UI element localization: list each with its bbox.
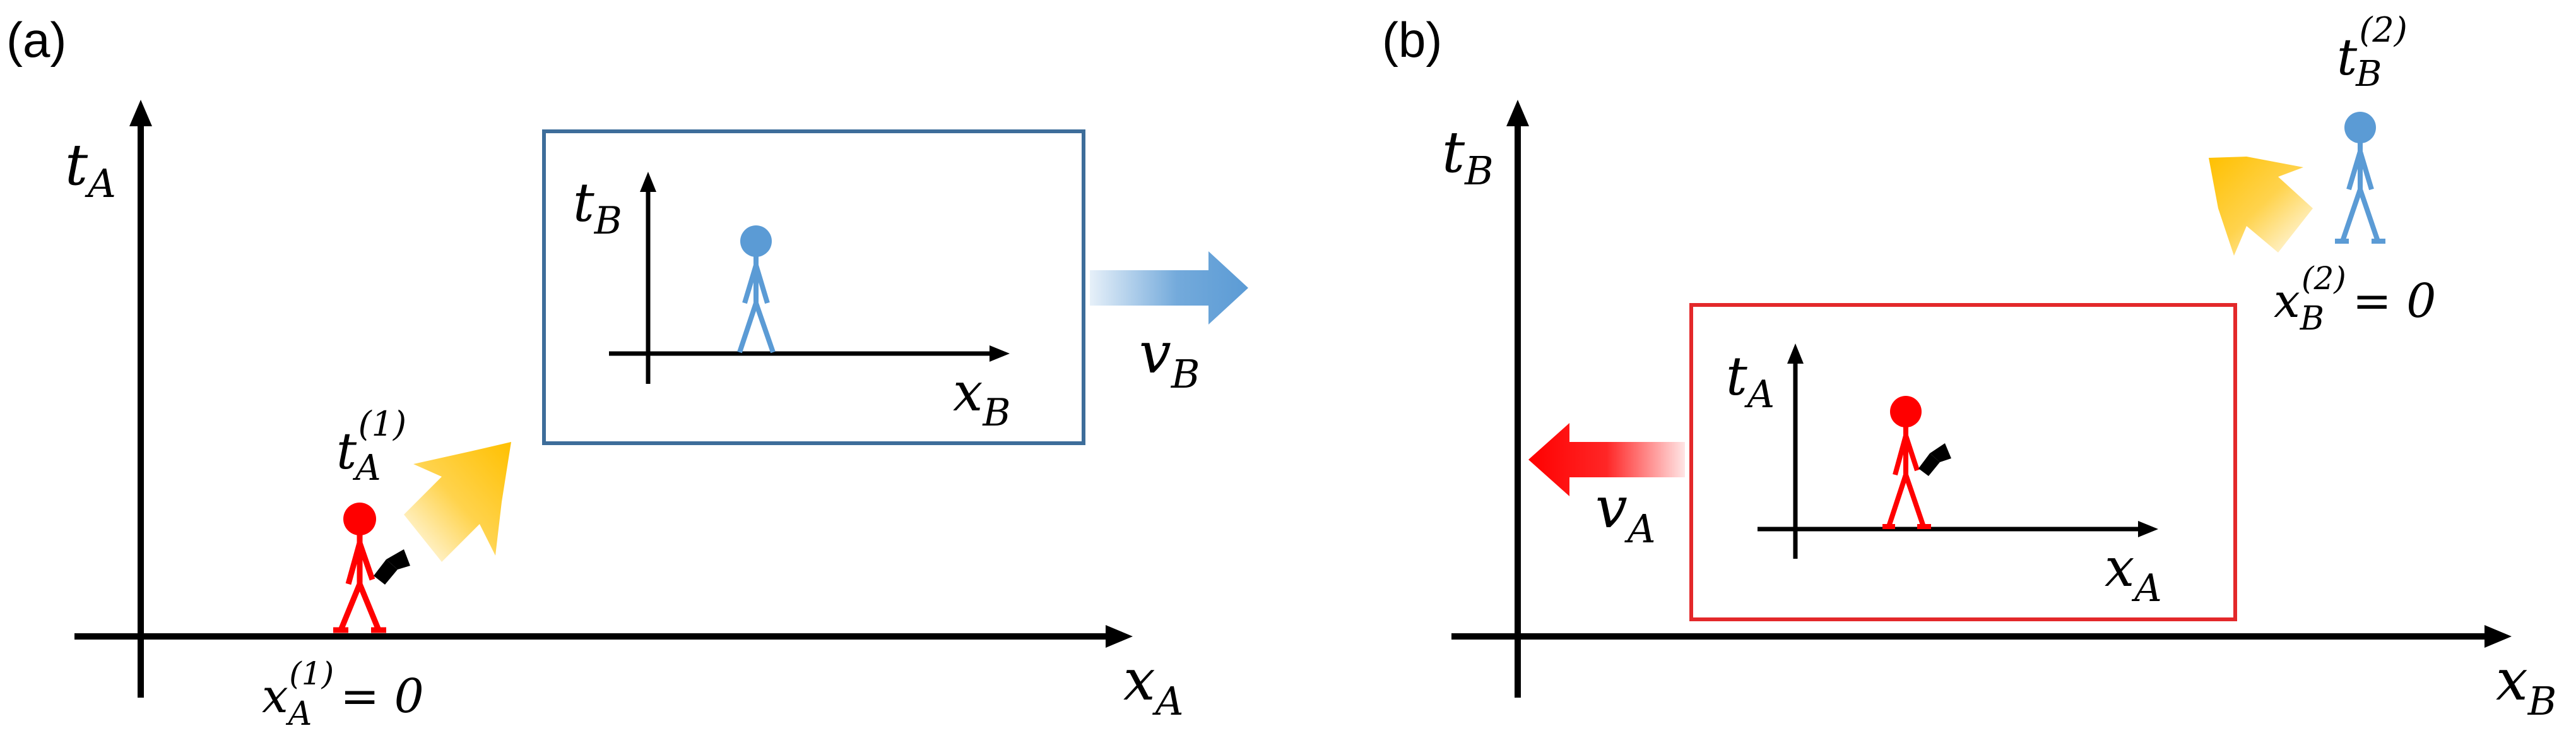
panel-a-label: (a) xyxy=(6,12,66,68)
panel-b-space-axis-arrowhead xyxy=(2484,625,2512,648)
panel-a-event-position-label: xA(1)= 0 xyxy=(262,655,424,733)
panel-a-velocity-label: vB xyxy=(1139,320,1200,397)
panel-b: (b) tB xB tA xA xyxy=(1382,10,2556,724)
panel-a-inset-frame xyxy=(542,129,1085,445)
panel-a: (a) tA xA tB xB xyxy=(6,12,1248,733)
panel-a-inset-y-label: tB xyxy=(573,172,622,243)
panel-b-inset-frame xyxy=(1689,303,2237,621)
panel-b-red-observer-head xyxy=(1890,396,1922,427)
panel-a-inset-x-label: xB xyxy=(953,361,1010,435)
panel-a-blue-observer-head xyxy=(740,225,772,257)
panel-b-event-time-label: tB(2) xyxy=(2337,10,2408,95)
panel-b-blue-observer xyxy=(2335,112,2385,244)
panel-a-red-observer xyxy=(333,503,386,633)
panel-b-time-axis-arrowhead xyxy=(1506,100,1529,126)
panel-b-flashlight-icon xyxy=(1918,443,1951,476)
panel-b-blue-observer-head xyxy=(2344,112,2376,143)
panel-b-light-flash xyxy=(2209,157,2313,256)
panel-a-light-flash xyxy=(404,442,511,562)
panel-a-x-axis-label: xA xyxy=(1123,647,1184,724)
panel-a-flashlight-icon xyxy=(374,549,410,585)
panel-b-y-axis-label: tB xyxy=(1442,119,1494,194)
panel-b-velocity-arrow xyxy=(1528,423,1685,496)
panel-b-inset-y-label: tA xyxy=(1726,345,1775,417)
panel-b-velocity-label: vA xyxy=(1595,475,1656,552)
panel-b-inset-time-axis-arrowhead xyxy=(1787,343,1804,364)
panel-b-label: (b) xyxy=(1382,12,1442,68)
panel-a-event-time-label: tA(1) xyxy=(336,404,406,489)
panel-b-red-observer xyxy=(1882,396,1931,529)
panel-a-y-axis-label: tA xyxy=(65,132,116,206)
panel-a-inset-space-axis-arrowhead xyxy=(990,345,1010,362)
panel-a-inset-time-axis-arrowhead xyxy=(640,172,656,192)
panel-b-inset-x-label: xA xyxy=(2105,537,2162,611)
panel-b-x-axis-label: xB xyxy=(2496,647,2556,724)
panel-b-inset-space-axis-arrowhead xyxy=(2138,521,2158,537)
panel-a-space-axis-arrowhead xyxy=(1106,625,1133,648)
panel-b-event-position-label: xB(2)= 0 xyxy=(2274,260,2436,338)
panel-a-red-observer-head xyxy=(343,503,376,535)
panel-a-velocity-arrow xyxy=(1090,251,1248,325)
panel-a-time-axis-arrowhead xyxy=(129,100,152,126)
panel-a-blue-observer xyxy=(737,225,776,354)
